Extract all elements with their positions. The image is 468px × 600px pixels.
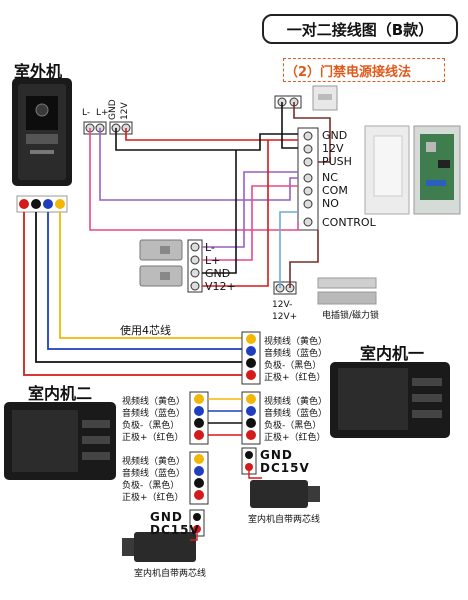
exit-button-device <box>312 85 338 111</box>
strike-12v-plus-label: 12V+ <box>272 312 298 322</box>
indoor1-terminal-block <box>241 331 261 385</box>
outdoor-term-12v: 12V <box>120 102 130 120</box>
indoor2b-wire-video: 视频线（黄色） <box>264 397 328 407</box>
adapter2-dc-label: DC15V <box>150 523 200 537</box>
indoor1-label: 室内机一 <box>360 344 425 363</box>
adapter1-device <box>248 467 320 508</box>
outdoor-unit-device <box>12 78 72 186</box>
adapter1-dc-label: DC15V <box>260 461 310 475</box>
ps-com-label: COM <box>322 184 348 197</box>
indoor1-wire-audio: 音频线（蓝色） <box>264 349 328 359</box>
ps-nc-label: NC <box>322 171 338 184</box>
indoor1-device <box>330 362 450 438</box>
indoor2c-wire-audio: 音频线（蓝色） <box>122 469 186 479</box>
indoor2a-wire-neg: 负极-（黑色） <box>122 421 180 431</box>
indoor1-wire-video: 视频线（黄色） <box>264 337 328 347</box>
ps-control-label: CONTROL <box>322 216 376 229</box>
indoor2a-wire-pos: 正极+（红色） <box>122 433 184 443</box>
outdoor-term-l-plus: L+ <box>96 108 109 118</box>
indoor1-wire-pos: 正极+（红色） <box>264 373 326 383</box>
outdoor-terminal-block <box>83 121 133 135</box>
cable-note: 使用4芯线 <box>120 324 171 337</box>
top-terminal-pair <box>274 95 302 109</box>
indoor2-device <box>4 402 116 480</box>
wires-lock <box>202 140 319 288</box>
lock-l-plus-label: L+ <box>205 254 221 267</box>
adapter1-caption: 室内机自带两芯线 <box>248 515 321 525</box>
ps-gnd-label: GND <box>322 129 348 142</box>
ps-no-label: NO <box>322 197 339 210</box>
diagram-title: 一对二接线图（B款） <box>262 14 458 44</box>
adapter2-device <box>122 529 198 562</box>
lock-terminal-block <box>187 239 203 293</box>
indoor2c-wire-neg: 负极-（黑色） <box>122 481 180 491</box>
adapter1-gnd-label: GND <box>260 448 293 462</box>
strike-name-label: 电插锁/磁力锁 <box>322 311 380 321</box>
subtitle-frame <box>283 58 445 82</box>
indoor2b-wire-audio: 音频线（蓝色） <box>264 409 328 419</box>
indoor2a-wire-audio: 音频线（蓝色） <box>122 409 186 419</box>
lock-l-minus-label: L- <box>205 241 215 254</box>
ps-12v-label: 12V <box>322 142 344 155</box>
magnetic-lock-device <box>317 277 377 305</box>
indoor2-label: 室内机二 <box>28 384 93 403</box>
lock-gnd-label: GND <box>205 267 231 280</box>
adapter2-caption: 室内机自带两芯线 <box>134 569 207 579</box>
wires-outdoor-power <box>89 102 331 231</box>
indoor2-terminal-b <box>189 451 209 505</box>
adapter1-terminal <box>241 447 257 475</box>
lock-v12-label: V12+ <box>205 280 236 293</box>
outdoor-connector <box>16 195 68 213</box>
indoor2b-wire-neg: 负极-（黑色） <box>264 421 322 431</box>
lock-device <box>139 239 183 287</box>
outdoor-term-gnd: GND <box>108 99 118 120</box>
outdoor-unit-label: 室外机 <box>14 62 63 81</box>
indoor2-terminal-a <box>189 391 209 445</box>
wires-indoor-link <box>208 398 242 436</box>
strike-terminal-block <box>273 281 297 295</box>
diagram-subtitle: （2）门禁电源接线法 <box>285 65 412 80</box>
indoor1-wire-neg: 负极-（黑色） <box>264 361 322 371</box>
outdoor-term-l-minus: L- <box>82 108 91 118</box>
indoor1-terminal-b <box>241 391 261 445</box>
adapter2-gnd-label: GND <box>150 510 183 524</box>
wires-4core <box>23 212 244 376</box>
indoor2b-wire-pos: 正极+（红色） <box>264 433 326 443</box>
indoor2c-wire-pos: 正极+（红色） <box>122 493 184 503</box>
indoor2a-wire-video: 视频线（黄色） <box>122 397 186 407</box>
ps-push-label: PUSH <box>322 155 352 168</box>
power-supply-terminals <box>297 127 319 231</box>
indoor2c-wire-video: 视频线（黄色） <box>122 457 186 467</box>
strike-12v-minus-label: 12V- <box>272 300 293 310</box>
power-supply-device <box>364 125 461 215</box>
